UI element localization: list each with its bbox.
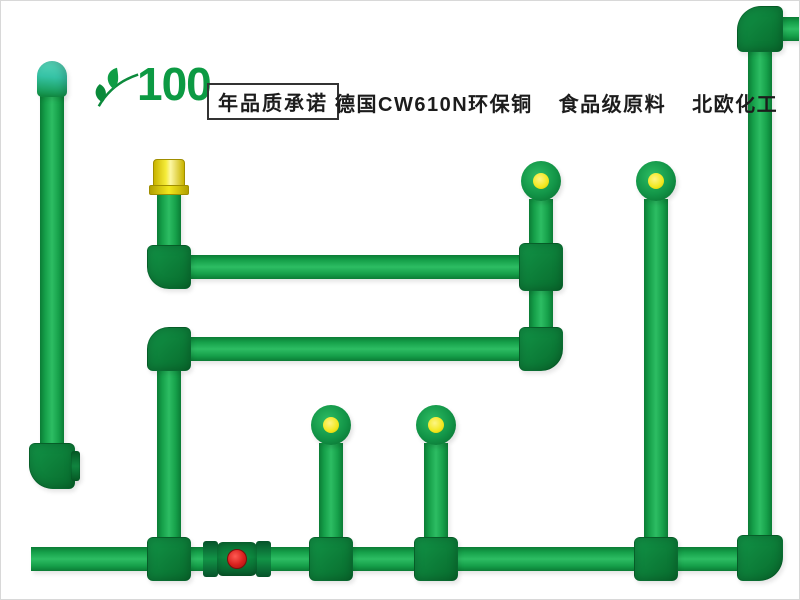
logo-number: 100 bbox=[137, 58, 212, 110]
tagline-food-grade: 食品级原料 bbox=[558, 94, 667, 116]
drop-tee bbox=[147, 537, 191, 581]
quality-promise-box: 年品质承诺 bbox=[207, 83, 339, 120]
lower-left-elbow bbox=[147, 327, 191, 371]
center-riser-opening-core bbox=[533, 173, 549, 189]
valve-stub-pipe bbox=[157, 191, 181, 249]
tagline-german-copper: 德国CW610N环保铜 bbox=[335, 94, 533, 116]
tall-riser-tee bbox=[634, 537, 678, 581]
upper-run-pipe bbox=[189, 255, 521, 279]
riser-2-tee bbox=[414, 537, 458, 581]
brass-valve-flange bbox=[149, 185, 189, 195]
bottom-right-elbow bbox=[737, 535, 783, 581]
tall-riser-opening-core bbox=[648, 173, 664, 189]
short-riser-1-opening-core bbox=[323, 417, 339, 433]
short-riser-1-pipe bbox=[319, 443, 343, 549]
short-riser-2-opening-core bbox=[428, 417, 444, 433]
lower-run-pipe bbox=[191, 337, 519, 361]
left-pipe-elbow-collar bbox=[71, 451, 80, 481]
tagline-row: 德国CW610N环保铜 食品级原料 北欧化工 bbox=[335, 88, 778, 117]
tall-riser-pipe bbox=[644, 199, 668, 549]
right-border-pipe bbox=[748, 49, 772, 539]
tagline-nordic-chemical: 北欧化工 bbox=[692, 94, 779, 116]
short-riser-2-pipe bbox=[424, 443, 448, 549]
top-right-elbow bbox=[737, 6, 783, 52]
leaf-logo-icon bbox=[95, 67, 139, 107]
left-pipe-end-cap bbox=[37, 61, 67, 97]
center-lower-elbow bbox=[519, 327, 563, 371]
ball-valve-right-nut bbox=[256, 541, 271, 577]
riser-1-tee bbox=[309, 537, 353, 581]
left-border-pipe bbox=[40, 93, 64, 445]
center-tee bbox=[519, 243, 563, 291]
drop-pipe bbox=[157, 369, 181, 547]
left-pipe-elbow bbox=[29, 443, 75, 489]
ball-valve-red-handle bbox=[227, 549, 247, 569]
upper-left-elbow bbox=[147, 245, 191, 289]
ball-valve-left-nut bbox=[203, 541, 218, 577]
